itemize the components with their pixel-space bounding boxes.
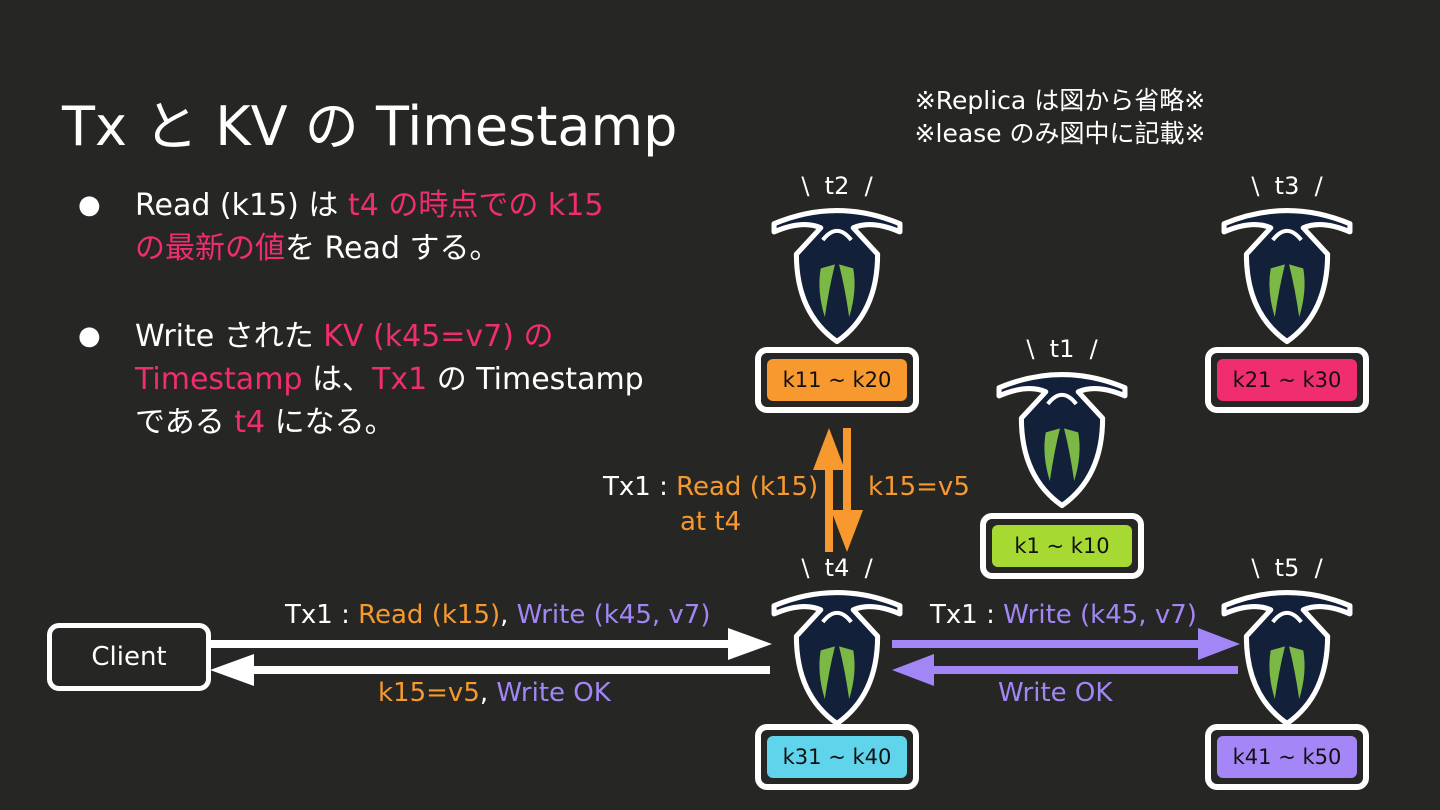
range-label: k41 ~ k50	[1217, 736, 1357, 778]
bullet-highlight: Tx1	[372, 362, 428, 397]
bullet-text: Read (k15) は	[135, 188, 348, 223]
node-t1-label: \ t1 /	[1026, 335, 1098, 363]
msg-read: Read (k15)	[676, 472, 819, 502]
range-t3[interactable]: k21 ~ k30	[1205, 347, 1369, 413]
arrow-t5-to-t4	[892, 654, 1238, 686]
arrow-t4-to-t2	[813, 428, 845, 552]
cockroach-icon	[1220, 584, 1354, 729]
arrow-t4-to-t5	[892, 628, 1240, 660]
page-title: Tx と KV の Timestamp	[62, 95, 678, 158]
range-label: k11 ~ k20	[767, 359, 907, 401]
range-label: k1 ~ k10	[992, 525, 1132, 567]
bullet-text: である	[135, 405, 235, 440]
msg-write: Write OK	[496, 678, 611, 708]
msg-client-response: k15=v5, Write OK	[378, 678, 611, 708]
range-t5[interactable]: k41 ~ k50	[1205, 724, 1369, 790]
msg-comma: ,	[500, 600, 517, 630]
msg-t4-t2-request: Tx1 : Read (k15)	[603, 472, 818, 502]
cockroach-icon	[1220, 202, 1354, 347]
bullet-highlight: Timestamp	[135, 362, 303, 397]
msg-read: Read (k15)	[358, 600, 501, 630]
cockroach-icon	[770, 202, 904, 347]
node-t2-label: \ t2 /	[801, 172, 873, 200]
msg-t2-t4-response: k15=v5	[868, 472, 970, 502]
msg-t4-t5-response: Write OK	[998, 678, 1113, 708]
msg-t4-t5-request: Tx1 : Write (k45, v7)	[930, 600, 1197, 630]
bullet-highlight: t4 の時点での k15	[347, 188, 604, 223]
bullet-text: は、	[302, 362, 373, 397]
range-t2[interactable]: k11 ~ k20	[755, 347, 919, 413]
note-replica: ※Replica は図から省略※	[914, 86, 1206, 115]
msg-prefix: Tx1 :	[603, 472, 677, 502]
node-t4-label: \ t4 /	[801, 554, 873, 582]
bullet-highlight: KV (k45=v7) の	[323, 319, 554, 354]
msg-write: Write (k45, v7)	[1003, 600, 1197, 630]
cockroach-icon	[995, 366, 1129, 511]
bullet-highlight: の最新の値	[135, 231, 285, 266]
bullet-text: の Timestamp	[427, 362, 644, 397]
msg-write: Write (k45, v7)	[516, 600, 711, 630]
range-label: k31 ~ k40	[767, 736, 907, 778]
msg-comma: ,	[479, 678, 497, 708]
arrow-t4-to-client	[210, 654, 770, 686]
range-t1[interactable]: k1 ~ k10	[980, 513, 1144, 579]
note-lease: ※lease のみ図中に記載※	[914, 119, 1206, 148]
node-t5-label: \ t5 /	[1251, 554, 1323, 582]
bullet-text: になる。	[265, 405, 395, 440]
msg-t4-t2-at: at t4	[680, 507, 742, 537]
arrow-client-to-t4	[211, 628, 772, 660]
bullet-marker: ●	[78, 321, 101, 351]
bullet-text: を Read する。	[285, 231, 500, 266]
msg-client-request: Tx1 : Read (k15), Write (k45, v7)	[285, 600, 710, 630]
msg-read: k15=v5	[378, 678, 480, 708]
arrow-t2-to-t4	[831, 428, 863, 552]
range-t4[interactable]: k31 ~ k40	[755, 724, 919, 790]
cockroach-icon	[770, 584, 904, 729]
msg-prefix: Tx1 :	[285, 600, 359, 630]
client-box[interactable]: Client	[47, 623, 211, 691]
bullet-text: Write された	[135, 319, 324, 354]
range-label: k21 ~ k30	[1217, 359, 1357, 401]
node-t3-label: \ t3 /	[1251, 172, 1323, 200]
notes: ※Replica は図から省略※ ※lease のみ図中に記載※	[880, 84, 1240, 150]
msg-prefix: Tx1 :	[930, 600, 1004, 630]
bullet-marker: ●	[78, 190, 101, 220]
bullet-highlight: t4	[234, 405, 266, 440]
